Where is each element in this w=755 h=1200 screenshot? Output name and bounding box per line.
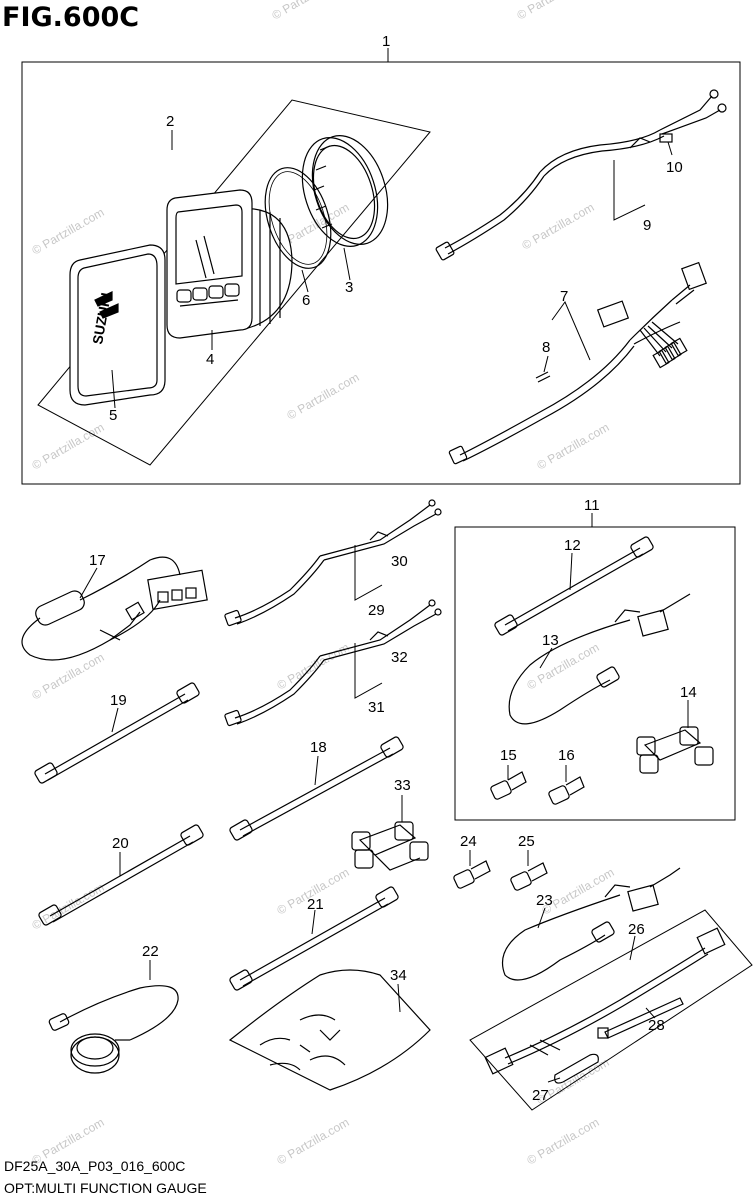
assembly-frame-1 <box>21 61 741 485</box>
callout-6: 6 <box>302 292 310 309</box>
callout-3: 3 <box>345 279 353 296</box>
callout-12: 12 <box>564 537 581 554</box>
o-ring-part-6 <box>264 167 332 269</box>
clamp-part-27 <box>554 1053 599 1084</box>
mount-nut-part-3 <box>301 135 389 247</box>
callout-2: 2 <box>166 113 174 130</box>
callout-18: 18 <box>310 739 327 756</box>
leader-12 <box>569 552 573 591</box>
watermark-text: © Partzilla.com <box>275 640 352 693</box>
callout-19: 19 <box>110 692 127 709</box>
callout-1: 1 <box>382 33 390 50</box>
leader-bracket-31 <box>354 643 383 699</box>
leader-28 <box>645 1007 656 1019</box>
assembly-frame-26 <box>469 909 753 1111</box>
cable-part-19 <box>34 682 200 784</box>
leader-bracket-9 <box>613 160 646 221</box>
callout-32: 32 <box>391 649 408 666</box>
callout-4: 4 <box>206 351 214 368</box>
callout-5: 5 <box>109 407 117 424</box>
callout-26: 26 <box>628 921 645 938</box>
leader-34 <box>397 983 401 1013</box>
figure-description: OPT:MULTI FUNCTION GAUGE <box>4 1180 207 1196</box>
callout-28: 28 <box>648 1017 665 1034</box>
cable-part-21 <box>229 886 399 991</box>
callout-9: 9 <box>643 217 651 234</box>
callout-23: 23 <box>536 892 553 909</box>
leader-23 <box>537 907 546 929</box>
callout-25: 25 <box>518 833 535 850</box>
callout-24: 24 <box>460 833 477 850</box>
leader-10 <box>667 141 673 156</box>
watermark-text: © Partzilla.com <box>525 640 602 693</box>
cable-part-18 <box>229 736 404 841</box>
leader-21 <box>311 909 316 935</box>
watermark-text: © Partzilla.com <box>30 420 107 473</box>
callout-27: 27 <box>532 1087 549 1104</box>
terminator-part-25 <box>510 862 548 891</box>
terminator-part-24 <box>453 860 491 889</box>
leader-13 <box>539 647 553 669</box>
harness-part-26 <box>484 927 726 1075</box>
callout-17: 17 <box>89 552 106 569</box>
watermark-text: © Partzilla.com <box>275 1115 352 1168</box>
harness-part-29 <box>224 499 442 627</box>
callout-34: 34 <box>390 967 407 984</box>
callout-29: 29 <box>368 602 385 619</box>
watermark-text: © Partzilla.com <box>285 370 362 423</box>
callout-13: 13 <box>542 632 559 649</box>
leader-lines-top <box>111 48 549 409</box>
callout-21: 21 <box>307 896 324 913</box>
harness-part-9 <box>435 89 727 261</box>
callout-10: 10 <box>666 159 683 176</box>
gauge-body-part-4 <box>166 189 293 339</box>
leader-26 <box>629 935 636 961</box>
watermark-text: © Partzilla.com <box>535 420 612 473</box>
callout-20: 20 <box>112 835 129 852</box>
harness-part-7 <box>448 261 707 465</box>
leader-bracket-7 <box>551 300 591 361</box>
leader-19 <box>111 707 119 733</box>
assembly-frame-11 <box>454 526 736 821</box>
callout-15: 15 <box>500 747 517 764</box>
cable-part-13 <box>508 593 691 725</box>
watermark-text: © Partzilla.com <box>270 0 347 23</box>
t-connector-part-14 <box>636 726 714 774</box>
t-connector-part-33 <box>351 821 429 871</box>
parts-bag-part-34 <box>228 969 431 1091</box>
cable-part-12 <box>494 536 654 636</box>
terminator-part-15 <box>490 771 527 800</box>
callout-16: 16 <box>558 747 575 764</box>
callout-7: 7 <box>560 288 568 305</box>
gps-sensor-part-22 <box>48 985 179 1074</box>
leader-27 <box>547 1077 561 1083</box>
figure-code: DF25A_30A_P03_016_600C <box>4 1158 186 1174</box>
leader-bracket-29 <box>354 545 383 601</box>
cable-part-23 <box>501 867 681 981</box>
callout-22: 22 <box>142 943 159 960</box>
leader-17 <box>79 567 98 599</box>
terminator-part-16 <box>548 776 585 805</box>
gauge-cover-part-5: SUZUKI <box>69 244 166 406</box>
callout-11: 11 <box>584 497 600 514</box>
watermark-text: © Partzilla.com <box>520 200 597 253</box>
tie-part-28 <box>597 997 684 1039</box>
watermark-text: © Partzilla.com <box>525 1115 602 1168</box>
harness-part-31 <box>224 599 442 727</box>
sensor-harness-part-17 <box>21 556 208 661</box>
callout-8: 8 <box>542 339 550 356</box>
callout-30: 30 <box>391 553 408 570</box>
callout-31: 31 <box>368 699 385 716</box>
callout-33: 33 <box>394 777 411 794</box>
callout-14: 14 <box>680 684 697 701</box>
watermark-text: © Partzilla.com <box>30 205 107 258</box>
figure-title: FIG.600C <box>2 2 140 33</box>
o-ring-part-6-inner <box>268 171 328 265</box>
leader-18 <box>314 755 319 786</box>
watermark-text: © Partzilla.com <box>515 0 592 23</box>
